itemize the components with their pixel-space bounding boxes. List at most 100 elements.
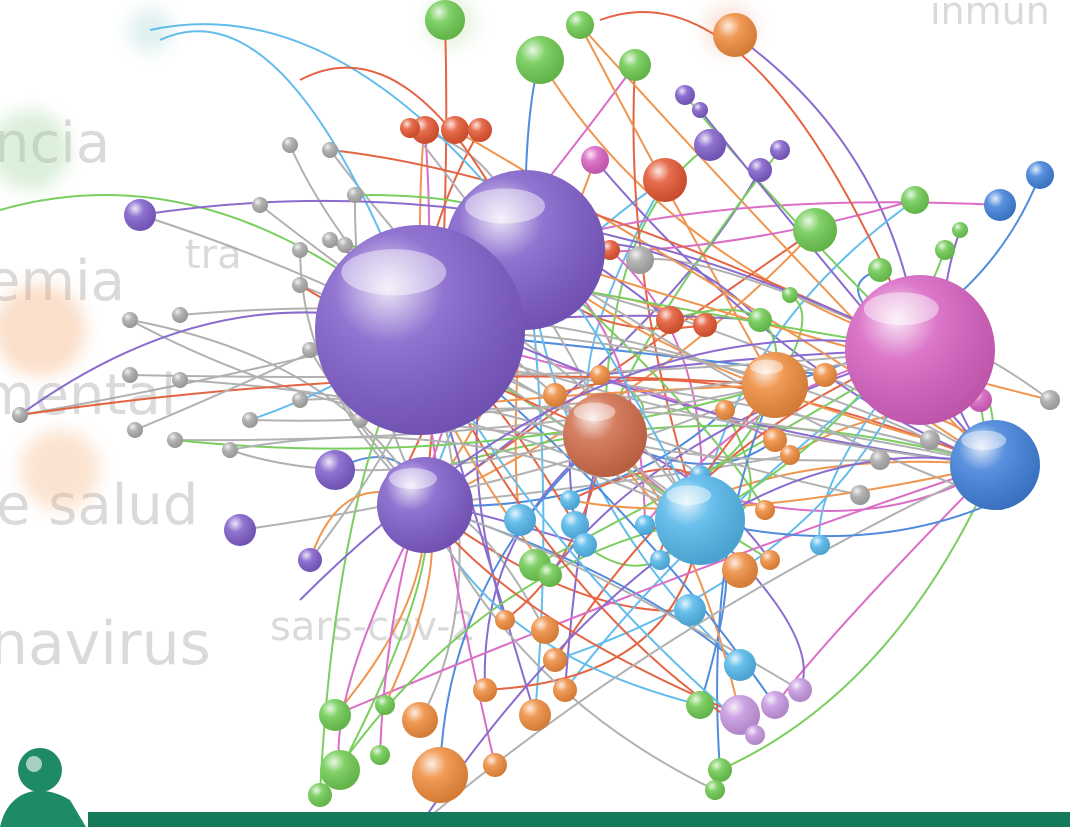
graph-node	[674, 594, 706, 626]
graph-node	[495, 610, 515, 630]
graph-node	[761, 691, 789, 719]
graph-node	[626, 246, 654, 274]
graph-node	[124, 199, 156, 231]
graph-node	[590, 365, 610, 385]
graph-node	[315, 225, 525, 435]
graph-node	[172, 372, 188, 388]
graph-edge	[229, 436, 701, 521]
graph-node	[377, 457, 473, 553]
graph-node	[172, 307, 188, 323]
graph-node	[760, 550, 780, 570]
graph-node	[788, 678, 812, 702]
graph-node	[780, 445, 800, 465]
graph-node	[122, 312, 138, 328]
graph-node	[222, 442, 238, 458]
graph-node	[901, 186, 929, 214]
graph-edge	[719, 464, 996, 771]
graph-node	[793, 208, 837, 252]
graph-edge	[399, 424, 996, 481]
graph-node	[619, 49, 651, 81]
graph-node	[870, 450, 890, 470]
graph-node	[402, 702, 438, 738]
graph-edge	[599, 11, 921, 351]
graph-node	[322, 232, 338, 248]
graph-node	[952, 222, 968, 238]
graph-node	[763, 428, 787, 452]
graph-node	[850, 485, 870, 505]
bg-word-tra: tra	[185, 232, 242, 278]
graph-node	[770, 140, 790, 160]
graph-node	[483, 753, 507, 777]
graph-node	[167, 432, 183, 448]
graph-node	[573, 533, 597, 557]
graph-node	[538, 563, 562, 587]
graph-node	[720, 695, 760, 735]
graph-node	[242, 412, 258, 428]
graph-node	[566, 11, 594, 39]
bg-word-sars: sars-cov-2	[270, 604, 476, 650]
graph-node	[412, 747, 468, 803]
graph-node	[504, 504, 536, 536]
graph-node	[315, 450, 355, 490]
graph-node	[724, 649, 756, 681]
graph-node	[308, 783, 332, 807]
graph-node	[635, 515, 655, 535]
graph-edge	[174, 384, 776, 442]
graph-node	[425, 0, 465, 40]
graph-node	[563, 393, 647, 477]
graph-node	[282, 137, 298, 153]
graph-node	[742, 352, 808, 418]
graph-node	[441, 116, 469, 144]
graph-node	[560, 490, 580, 510]
graph-node	[920, 430, 940, 450]
graph-nodes	[12, 0, 1060, 827]
graph-node	[868, 258, 892, 282]
graph-node	[713, 13, 757, 57]
graph-edge	[337, 504, 426, 771]
graph-node	[292, 242, 308, 258]
graph-node	[755, 500, 775, 520]
bg-word-navirus: navirus	[0, 609, 211, 679]
graph-node	[298, 548, 322, 572]
graph-node	[337, 237, 353, 253]
graph-edge	[249, 349, 921, 422]
graph-node	[675, 85, 695, 105]
graph-edge	[569, 464, 996, 510]
graph-node	[319, 699, 351, 731]
graph-node	[694, 129, 726, 161]
graph-node	[782, 287, 798, 303]
graph-node	[370, 745, 390, 765]
graph-node	[935, 240, 955, 260]
graph-node	[400, 118, 420, 138]
graph-node	[292, 277, 308, 293]
graph-node	[516, 36, 564, 84]
graph-node	[292, 392, 308, 408]
graph-node	[693, 313, 717, 337]
graph-node	[705, 780, 725, 800]
graph-node	[1040, 390, 1060, 410]
graph-node	[686, 691, 714, 719]
graph-node	[722, 552, 758, 588]
graph-node	[715, 400, 735, 420]
graph-node	[122, 367, 138, 383]
graph-node	[845, 275, 995, 425]
bg-word-inmun: inmun	[930, 0, 1050, 33]
graph-node	[813, 363, 837, 387]
graph-node	[320, 750, 360, 790]
graph-node	[561, 511, 589, 539]
graph-node	[519, 699, 551, 731]
graph-node	[656, 306, 684, 334]
graph-node	[643, 158, 687, 202]
graph-edge	[424, 504, 716, 791]
graph-node	[984, 189, 1016, 221]
graph-node	[1026, 161, 1054, 189]
graph-node	[708, 758, 732, 782]
graph-node	[473, 678, 497, 702]
graph-node	[745, 725, 765, 745]
background-words: ncia emia mental e salud navirus sars-co…	[0, 0, 1050, 679]
graph-node	[127, 422, 143, 438]
graph-node	[252, 197, 268, 213]
graph-node	[810, 535, 830, 555]
graph-node	[581, 146, 609, 174]
